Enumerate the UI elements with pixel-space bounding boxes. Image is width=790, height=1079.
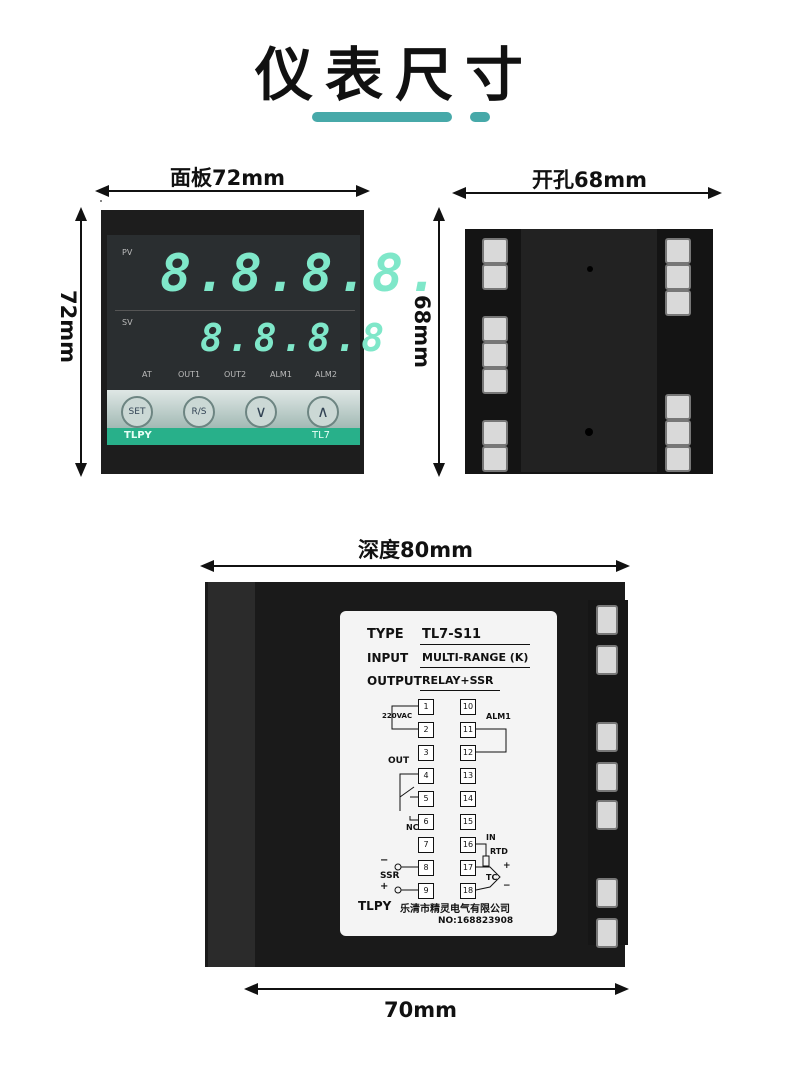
rear-terminal-left xyxy=(482,446,508,472)
terminal-box-right: 18 xyxy=(460,883,476,899)
terminal-box-right: 12 xyxy=(460,745,476,761)
tc-minus: − xyxy=(503,881,511,891)
bottom-width-label: 70mm xyxy=(384,998,457,1022)
front-height-arrow xyxy=(75,207,87,477)
wiring-diagram xyxy=(391,705,507,894)
indicator-alm1: ALM1 xyxy=(270,370,292,379)
terminal-box-left: 9 xyxy=(418,883,434,899)
terminal-box-right: 14 xyxy=(460,791,476,807)
indicator-at: AT xyxy=(142,370,152,379)
type-value: TL7-S11 xyxy=(422,627,482,642)
side-front-bezel xyxy=(208,582,255,967)
ssr-minus: − xyxy=(380,855,389,866)
sv-label: SV xyxy=(122,318,133,327)
rear-screw-bottom xyxy=(585,428,593,436)
rear-height-arrow xyxy=(433,207,445,477)
side-terminal xyxy=(596,722,618,752)
rear-terminal-left xyxy=(482,420,508,446)
rear-height-label: 68mm xyxy=(410,295,434,368)
side-terminal xyxy=(596,645,618,675)
rear-terminal-right xyxy=(665,264,691,290)
output-value: RELAY+SSR xyxy=(422,674,494,687)
front-height-label: 72mm xyxy=(56,290,80,363)
brand-strip xyxy=(107,428,360,445)
rear-screw-top xyxy=(587,266,593,272)
in-label: IN xyxy=(486,833,496,842)
side-terminal xyxy=(596,800,618,830)
front-model: TL7 xyxy=(312,430,331,441)
terminal-box-left: 2 xyxy=(418,722,434,738)
label-company: 乐清市精灵电气有限公司 xyxy=(400,904,510,915)
rear-terminal-left xyxy=(482,316,508,342)
pv-label: PV xyxy=(122,248,133,257)
rear-width-arrow xyxy=(452,187,722,199)
side-terminal xyxy=(596,762,618,792)
terminal-box-left: 3 xyxy=(418,745,434,761)
terminal-box-right: 11 xyxy=(460,722,476,738)
rear-terminal-right xyxy=(665,290,691,316)
type-key: TYPE xyxy=(367,627,404,642)
alm1-label: ALM1 xyxy=(486,712,511,721)
title-underline xyxy=(312,112,452,122)
rear-terminal-right xyxy=(665,394,691,420)
terminal-box-left: 4 xyxy=(418,768,434,784)
terminal-box-right: 16 xyxy=(460,837,476,853)
bottom-width-arrow xyxy=(244,983,629,995)
terminal-box-right: 13 xyxy=(460,768,476,784)
terminal-box-right: 10 xyxy=(460,699,476,715)
terminal-box-left: 8 xyxy=(418,860,434,876)
terminal-box-right: 15 xyxy=(460,814,476,830)
front-brand: TLPY xyxy=(124,430,152,441)
pv-digits: 8.8.8.8. xyxy=(160,244,443,304)
out-label: OUT xyxy=(388,756,410,766)
indicator-out1: OUT1 xyxy=(178,370,201,379)
v220-label: 220VAC xyxy=(382,712,413,720)
button-row: SET R/S ∨ ∧ xyxy=(107,390,360,430)
ssr-plus: + xyxy=(380,881,389,892)
up-button[interactable]: ∧ xyxy=(307,396,339,428)
ssr-label: SSR xyxy=(380,871,400,881)
page-title: 仪表尺寸 xyxy=(254,41,535,109)
rear-terminal-left xyxy=(482,368,508,394)
rear-terminal-left xyxy=(482,238,508,264)
rtd-label: RTD xyxy=(490,847,508,856)
display-divider xyxy=(115,310,355,311)
label-brand: TLPY xyxy=(358,899,392,913)
terminal-box-left: 7 xyxy=(418,837,434,853)
down-button[interactable]: ∨ xyxy=(245,396,277,428)
rear-width-label: 开孔68mm xyxy=(532,168,647,192)
label-serial: NO:168823908 xyxy=(438,916,514,926)
set-button[interactable]: SET xyxy=(121,396,153,428)
rear-terminal-right xyxy=(665,420,691,446)
nc-label: NC xyxy=(406,823,419,832)
rear-terminal-right xyxy=(665,238,691,264)
depth-label: 深度80mm xyxy=(358,538,473,562)
side-terminal xyxy=(596,918,618,948)
indicator-out2: OUT2 xyxy=(224,370,247,379)
terminal-box-left: 6 xyxy=(418,814,434,830)
input-key: INPUT xyxy=(367,651,409,665)
tc-plus: + xyxy=(503,861,511,871)
terminal-box-left: 5 xyxy=(418,791,434,807)
terminal-box-left: 1 xyxy=(418,699,434,715)
input-value: MULTI-RANGE (K) xyxy=(422,651,529,664)
front-width-label: 面板72mm xyxy=(170,166,285,190)
sv-digits: 8.8.8.8 xyxy=(200,316,389,360)
indicator-alm2: ALM2 xyxy=(315,370,337,379)
rear-terminal-left xyxy=(482,342,508,368)
front-width-arrow xyxy=(95,185,370,202)
side-terminal xyxy=(596,878,618,908)
side-terminal xyxy=(596,605,618,635)
depth-arrow xyxy=(200,560,630,572)
spec-label: TYPE TL7-S11 INPUT MULTI-RANGE (K) OUTPU… xyxy=(340,611,557,936)
rear-terminal-right xyxy=(665,446,691,472)
output-key: OUTPUT xyxy=(367,674,422,688)
rear-terminal-left xyxy=(482,264,508,290)
rs-button[interactable]: R/S xyxy=(183,396,215,428)
terminal-box-right: 17 xyxy=(460,860,476,876)
title-underline-dot xyxy=(470,112,490,122)
tc-label: TC xyxy=(486,873,498,882)
